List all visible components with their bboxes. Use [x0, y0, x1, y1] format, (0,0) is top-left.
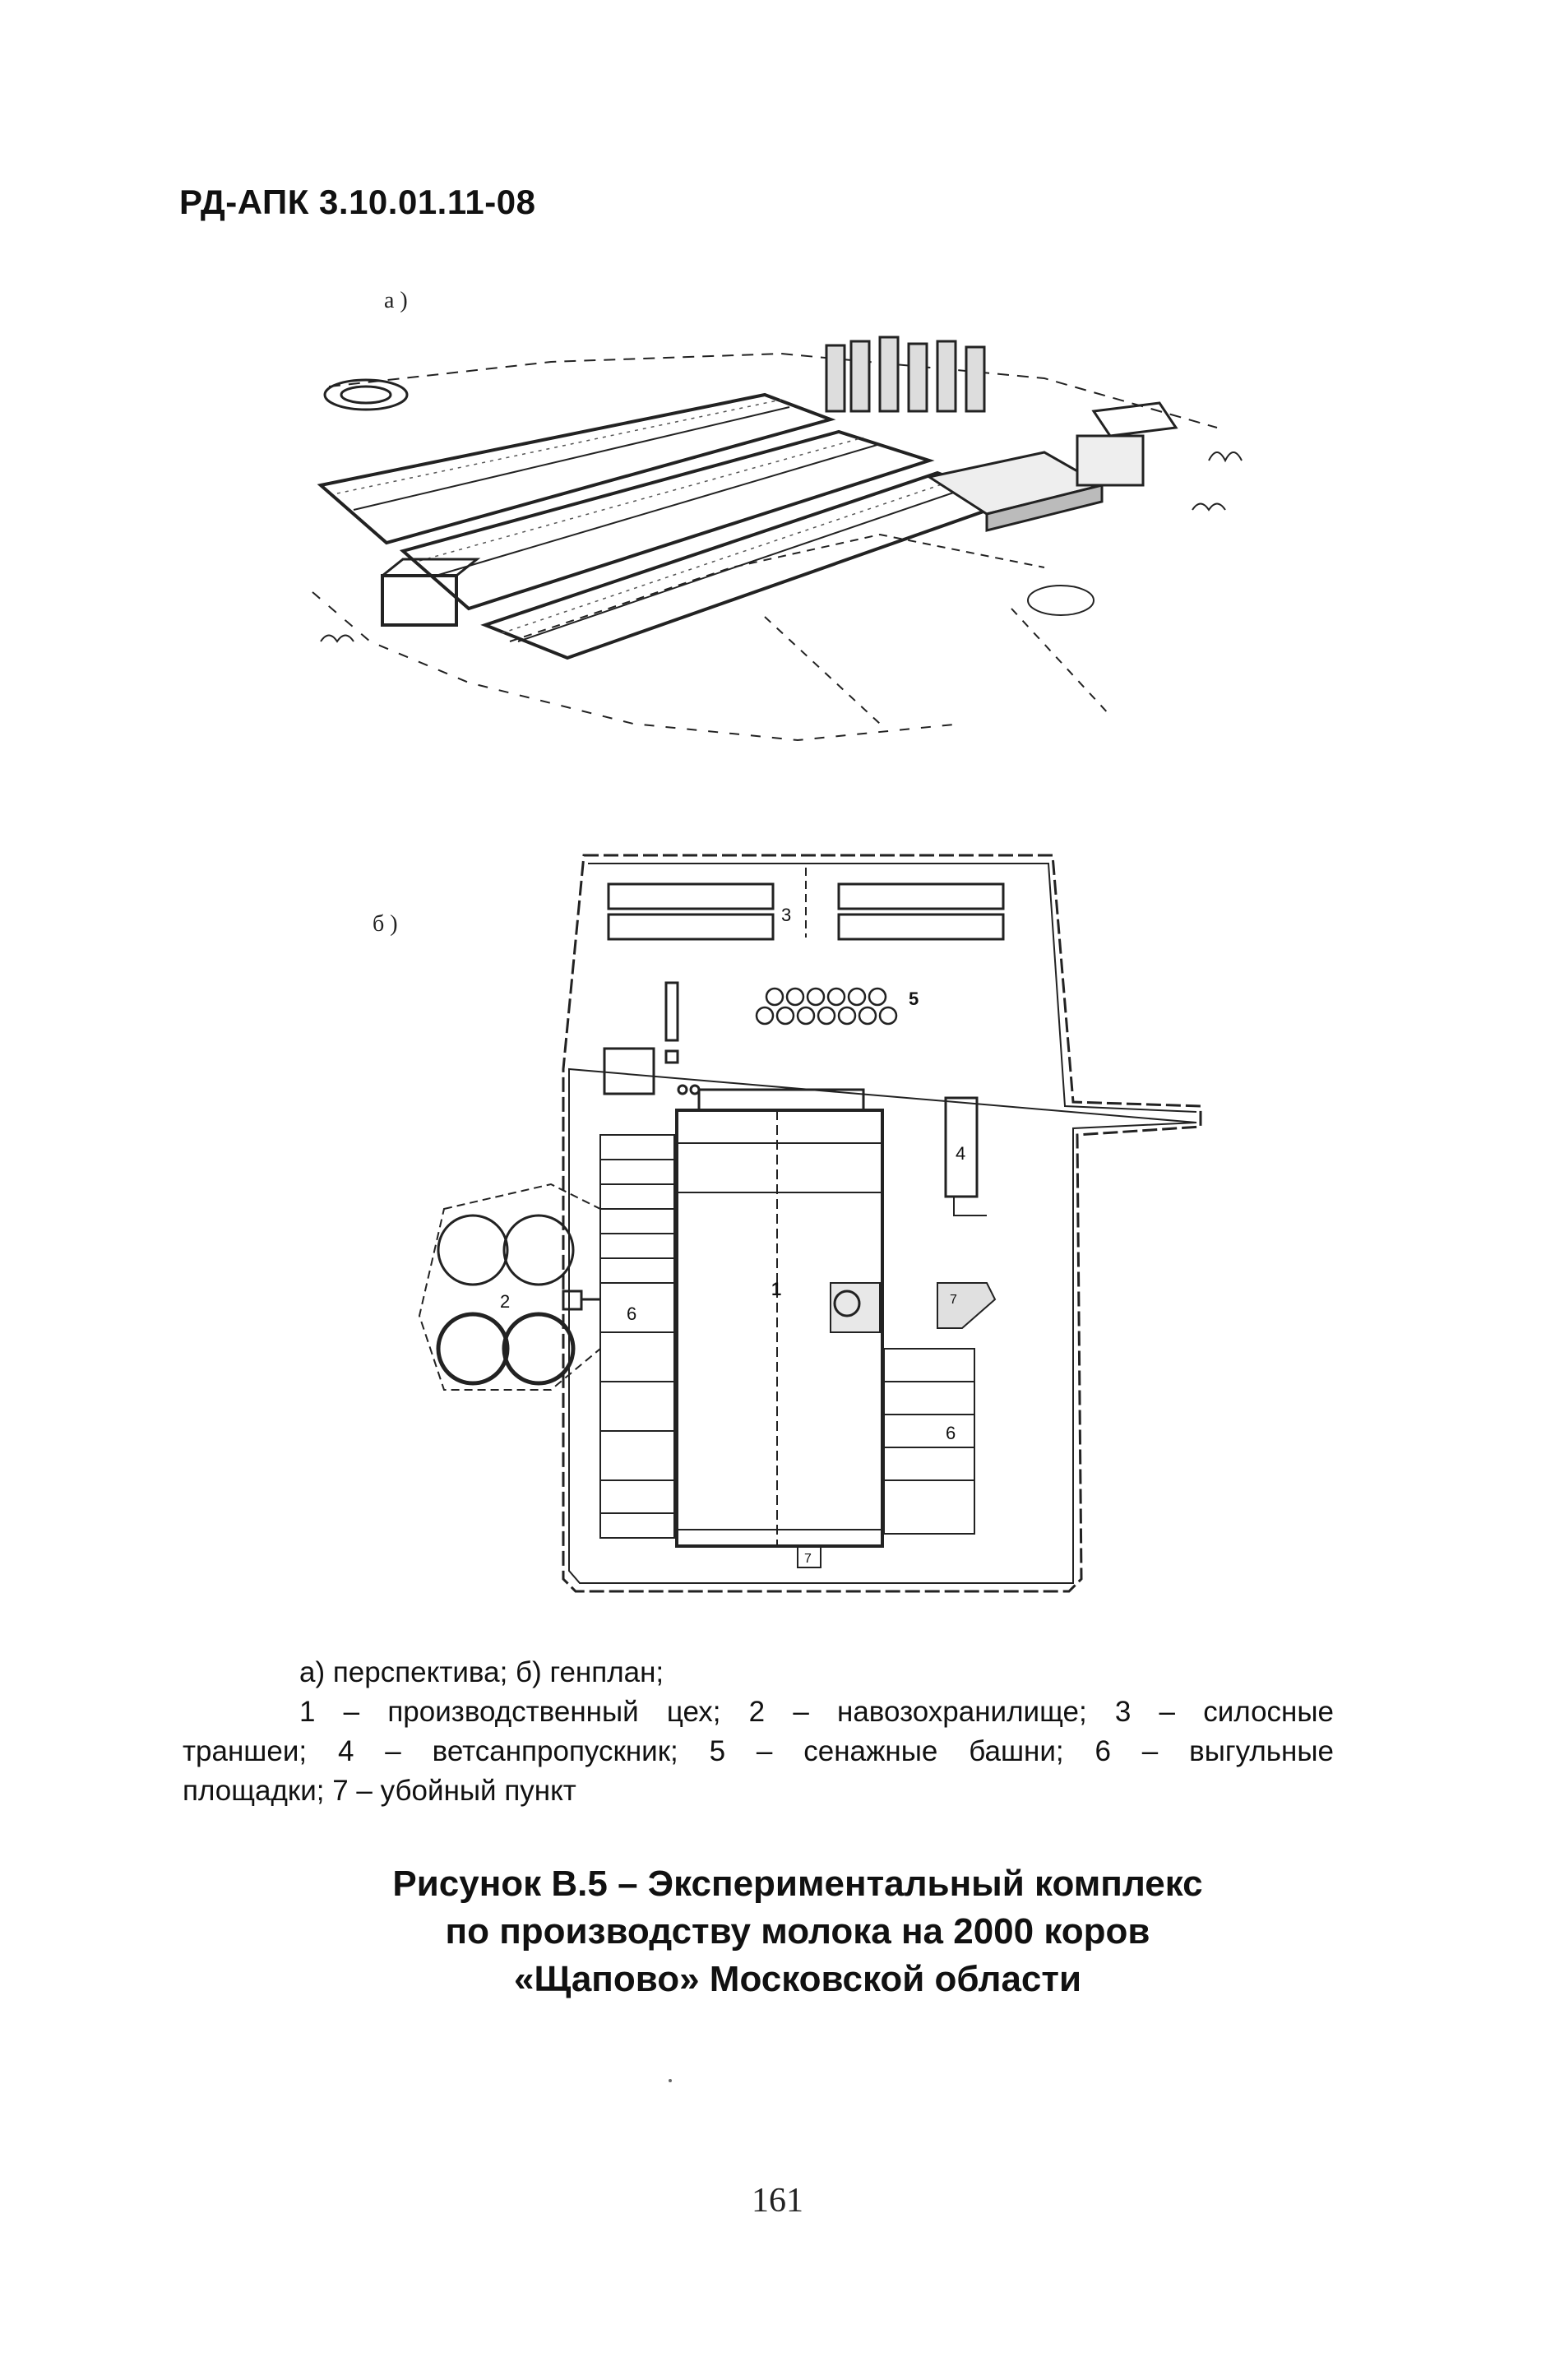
plan-label-1: 1 — [771, 1279, 781, 1299]
plan-label-7-slaughter: 7 — [950, 1293, 957, 1307]
plan-label-6-right: 6 — [946, 1423, 956, 1443]
page-number: 161 — [752, 2182, 803, 2220]
site-plan-drawing: 3 5 1 4 6 6 7 7 2 — [418, 854, 1202, 1593]
figure-legend: а) перспектива; б) генплан; 1 – производ… — [183, 1653, 1334, 1811]
legend-line-2: 1 – производственный цех; 2 – навозохран… — [299, 1696, 1334, 1728]
legend-line-1: а) перспектива; б) генплан; — [299, 1656, 664, 1688]
legend-line-4: площадки; 7 – убойный пункт — [183, 1775, 576, 1807]
legend-line-3: траншеи; 4 – ветсанпропускник; 5 – сенаж… — [183, 1735, 1334, 1767]
perspective-drawing — [312, 336, 1243, 742]
plan-label-6-left: 6 — [627, 1303, 636, 1324]
plan-label-3: 3 — [781, 905, 791, 925]
plan-label-7-gate: 7 — [804, 1552, 812, 1566]
figure-title: Рисунок В.5 – Экспериментальный комплекс… — [304, 1860, 1291, 2003]
plan-label-4: 4 — [956, 1143, 965, 1164]
figure-title-line-3: «Щапово» Московской области — [513, 1959, 1081, 1999]
plan-label-2: 2 — [500, 1291, 510, 1312]
panel-a-label: а ) — [384, 288, 408, 313]
plan-label-5: 5 — [909, 989, 919, 1009]
panel-b-label: б ) — [373, 911, 398, 937]
figure-title-line-2: по производству молока на 2000 коров — [445, 1911, 1150, 1952]
document-code-header: РД-АПК 3.10.01.11-08 — [179, 183, 536, 221]
figure-title-line-1: Рисунок В.5 – Экспериментальный комплекс — [392, 1864, 1203, 1904]
stray-dot — [669, 2079, 672, 2082]
